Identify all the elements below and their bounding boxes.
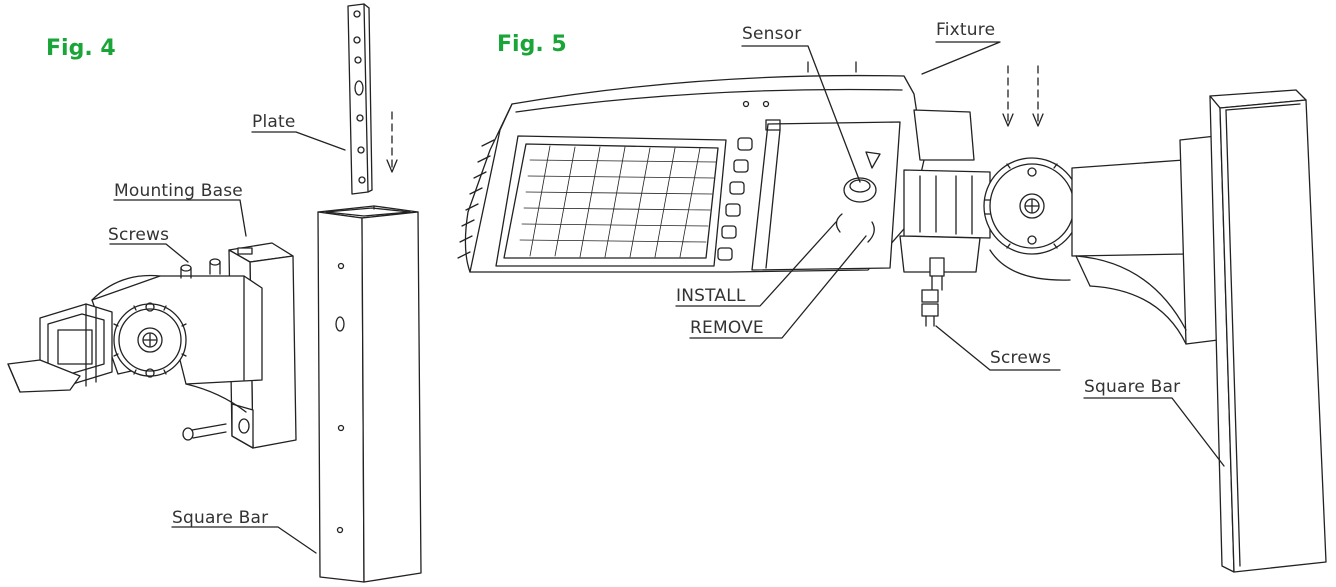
- fig4-plate: [348, 4, 372, 194]
- fig4-plate-label: Plate: [252, 112, 296, 132]
- fig5-install-label: INSTALL: [676, 286, 746, 306]
- fig5-insert-arrows: [1003, 66, 1043, 126]
- fig5-leaders: [676, 42, 1224, 466]
- fig4-square-bar-label: Square Bar: [172, 508, 269, 528]
- fig4-insert-arrow: [387, 112, 397, 172]
- fig5-fixture-label: Fixture: [936, 20, 996, 40]
- fig5-title: Fig. 5: [497, 32, 567, 57]
- fig5-remove-label: REMOVE: [690, 318, 764, 338]
- fig4-square-bar: [318, 206, 421, 582]
- fig5-neck: [900, 110, 990, 326]
- fig4-screws-label: Screws: [108, 225, 170, 245]
- fig5-square-bar-label: Square Bar: [1084, 377, 1181, 397]
- fig4-title: Fig. 4: [46, 36, 116, 61]
- fig4-leaders: [110, 132, 345, 553]
- fig4-drawing: [8, 4, 421, 582]
- fig5-sensor-label: Sensor: [742, 24, 802, 44]
- fig5-screws-label: Screws: [990, 348, 1052, 368]
- fig5-fixture: [458, 62, 924, 272]
- fig4-mounting-base: [8, 243, 296, 448]
- fig5-square-bar: [1210, 90, 1326, 572]
- fig5-bracket-arm: [1072, 136, 1218, 344]
- fig4-mounting-base-label: Mounting Base: [114, 181, 243, 201]
- fig5-drawing: [458, 42, 1326, 572]
- fig5-knuckle: [984, 158, 1080, 280]
